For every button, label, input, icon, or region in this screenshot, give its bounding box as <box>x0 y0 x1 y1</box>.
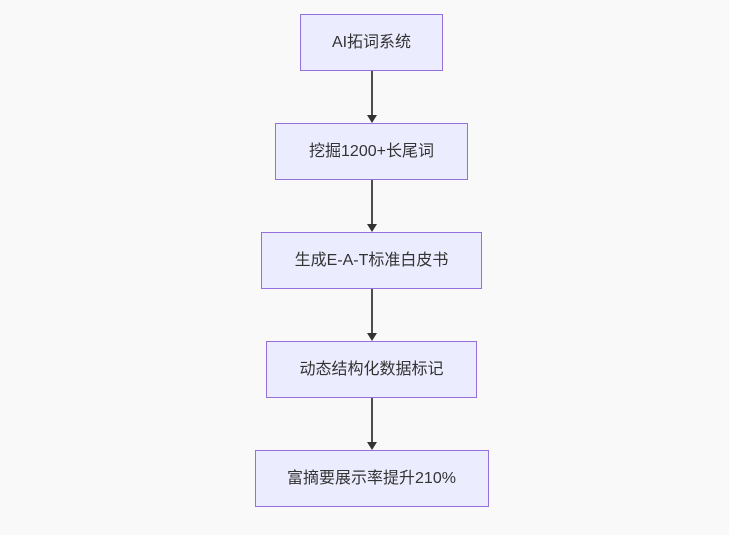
flowchart-node-ai-keyword-system: AI拓词系统 <box>300 14 443 71</box>
flowchart-edge <box>366 71 377 123</box>
flowchart-node-rich-snippet-rate: 富摘要展示率提升210% <box>254 450 489 507</box>
flowchart-edge <box>366 289 377 341</box>
flowchart-node-longtail-mining: 挖掘1200+长尾词 <box>275 123 468 180</box>
flowchart-edge <box>366 398 377 450</box>
flowchart-node-structured-data-markup: 动态结构化数据标记 <box>266 341 477 398</box>
flowchart-column: AI拓词系统 挖掘1200+长尾词 生成E-A-T标准白皮书 动态结构化数据标记… <box>7 14 729 507</box>
edge-line <box>370 180 373 224</box>
edge-line <box>370 71 373 115</box>
flowchart-node-eat-whitepaper: 生成E-A-T标准白皮书 <box>261 232 482 289</box>
edge-line <box>370 289 373 333</box>
arrow-down-icon <box>366 442 377 450</box>
arrow-down-icon <box>366 224 377 232</box>
arrow-down-icon <box>366 333 377 341</box>
flowchart-edge <box>366 180 377 232</box>
edge-line <box>370 398 373 442</box>
arrow-down-icon <box>366 115 377 123</box>
